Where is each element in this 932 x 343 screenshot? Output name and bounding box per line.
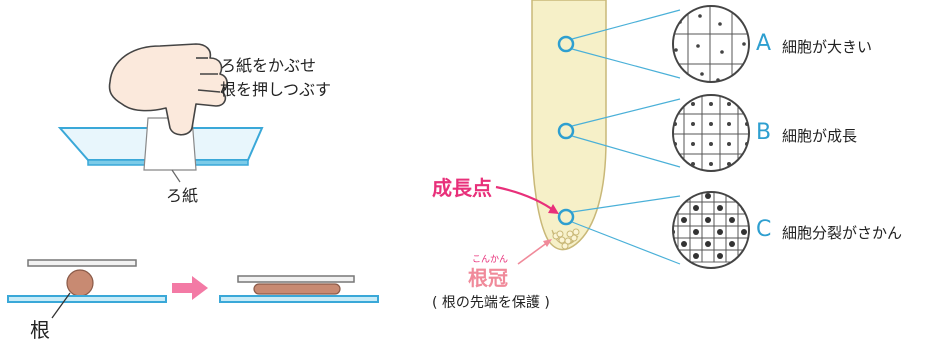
- region-b-marker: [557, 122, 575, 140]
- squashed-root: [253, 283, 341, 295]
- growth-point-arrow: [495, 185, 559, 214]
- zoom-lines: [571, 9, 681, 265]
- region-a-caption: 細胞が大きい: [782, 38, 873, 56]
- region-c-marker: [557, 208, 575, 226]
- cells-b-magnified: [672, 94, 750, 172]
- instruction-line-2: 根を押しつぶす: [220, 80, 332, 99]
- region-b-letter: B: [756, 120, 772, 145]
- region-b-caption: 細胞が成長: [782, 127, 858, 145]
- growth-point-label: 成長点: [432, 176, 492, 200]
- before-after-illustration: [7, 259, 379, 319]
- squash-step-illustration: [57, 43, 264, 183]
- root-cap: [551, 228, 580, 250]
- region-c-caption: 細胞分裂がさかん: [782, 224, 903, 242]
- root-piece: [66, 269, 94, 297]
- cells-c-magnified: [672, 191, 750, 269]
- root-label: 根: [30, 318, 50, 342]
- root-cap-label: 根冠: [468, 266, 508, 290]
- region-c-letter: C: [756, 217, 772, 242]
- cells-a-magnified: [672, 5, 750, 83]
- slide-after: [219, 295, 379, 303]
- slide-before: [7, 295, 167, 303]
- filter-paper-label: ろ紙: [166, 186, 199, 205]
- region-a-marker: [557, 35, 575, 53]
- root-cap-ruby: こんかん: [472, 255, 509, 265]
- region-a-letter: A: [756, 31, 772, 56]
- root-cap-arrow: [517, 239, 552, 265]
- arrow-icon: [172, 276, 208, 300]
- hand-icon: [108, 43, 228, 136]
- root-cap-note: ( 根の先端を保護 ): [432, 295, 550, 311]
- cover-glass-before: [27, 259, 137, 267]
- instruction-line-1: ろ紙をかぶせ: [220, 56, 317, 75]
- cover-glass-after: [237, 275, 355, 283]
